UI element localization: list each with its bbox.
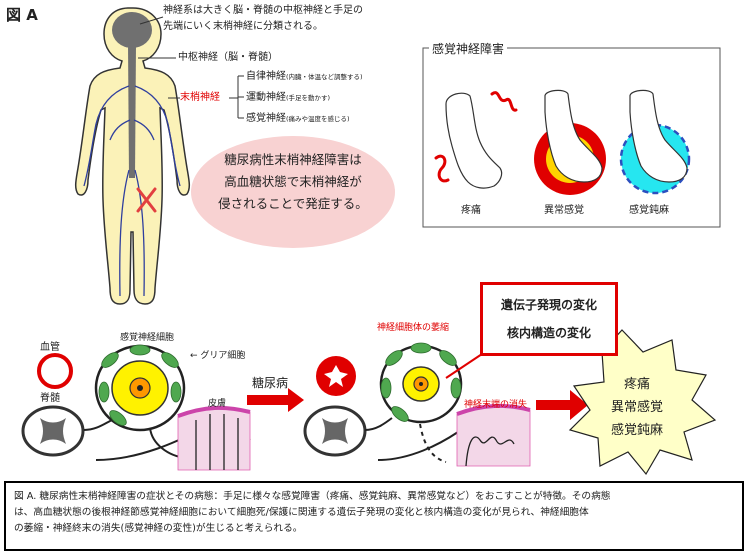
- loss-label: 神経末端の消失: [464, 400, 528, 410]
- sensory-cell-right: [379, 342, 463, 424]
- intro-line-1: 神経系は大きく脳・脊髄の中枢神経と手足の: [163, 5, 363, 16]
- sensory-panel-title: 感覚神経障害: [429, 40, 508, 57]
- spinal-cord-left: [21, 405, 85, 457]
- skin-left: [177, 405, 251, 471]
- foot-pain: [434, 91, 518, 189]
- cns-label: 中枢神経（脳・脊髄）: [178, 52, 278, 63]
- sensory-cell-label: 感覚神経細胞: [120, 333, 175, 343]
- intro-line-2: 先端にいく末梢神経に分類される。: [163, 21, 323, 32]
- branch-motor: 運動神経(手足を動かす): [246, 92, 331, 103]
- pns-label: 末梢神経: [180, 92, 220, 103]
- spinal-cord-right: [303, 405, 367, 457]
- symptom-numbness: 感覚鈍麻: [610, 423, 663, 438]
- figure-caption: 図 A. 糖尿病性末梢神経障害の症状とその病態：手足に様々な感覚障害（疼痛、感覚…: [4, 481, 744, 551]
- symptom-list: 疼痛 異常感覚 感覚鈍麻: [592, 373, 682, 442]
- branch-autonomic: 自律神経(内臓・体温など調整する): [246, 71, 363, 82]
- sensory-cell-left: [94, 344, 186, 432]
- foot-dysesthesia: [534, 89, 606, 195]
- human-body: [74, 7, 191, 305]
- glia-label: ← グリア細胞: [190, 351, 246, 361]
- foot-numbness: [619, 89, 691, 195]
- skin-label: 皮膚: [208, 399, 227, 409]
- figure-label: 図 A: [6, 6, 38, 24]
- diabetes-arrow-icon: [247, 388, 304, 412]
- skin-right: [456, 403, 531, 467]
- symptom-arrow-icon: [536, 390, 588, 420]
- spine-label: 脊髄: [40, 393, 60, 404]
- gene-change-box: 遺伝子発現の変化 核内構造の変化: [480, 282, 618, 356]
- symptom-pain: 疼痛: [623, 377, 650, 392]
- branch-sensory: 感覚神経(痛みや温度を感じる): [246, 113, 350, 124]
- diabetes-arrow-label: 糖尿病: [252, 376, 289, 390]
- diabetes-note: 糖尿病性末梢神経障害は 高血糖状態で末梢神経が 侵されることで発症する。: [191, 136, 395, 248]
- atrophy-label: 神経細胞体の萎縮: [377, 323, 450, 333]
- foot-label-numbness: 感覚鈍麻: [629, 205, 669, 216]
- vessel-normal: [37, 353, 73, 389]
- symptom-starburst: [568, 329, 717, 476]
- foot-label-dysesthesia: 異常感覚: [544, 205, 584, 216]
- vessel-label: 血管: [40, 342, 60, 353]
- foot-label-pain: 疼痛: [461, 205, 481, 216]
- symptom-dysesthesia: 異常感覚: [610, 400, 663, 415]
- vessel-diabetic: [316, 356, 356, 396]
